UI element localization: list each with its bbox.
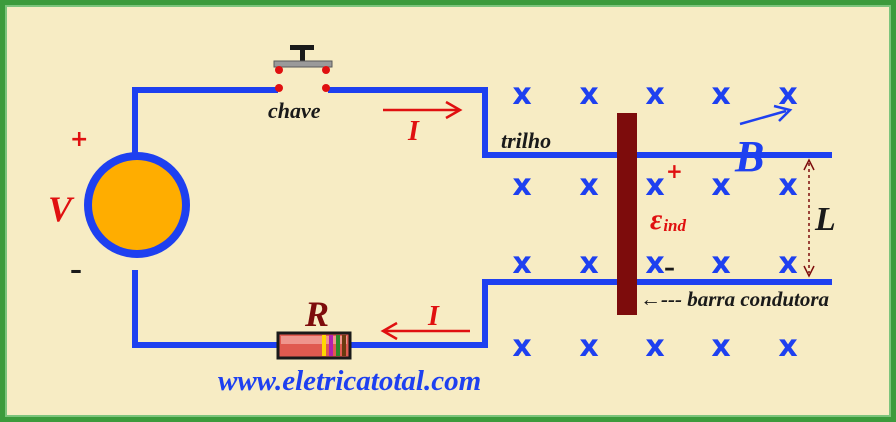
field-mark: x	[645, 246, 664, 281]
website-link[interactable]: www.eletricatotal.com	[218, 365, 481, 397]
current-label-bottom: I	[427, 301, 440, 332]
bar-label: ←--- barra condutora	[640, 287, 829, 311]
wire-bottom-left	[132, 270, 278, 348]
field-mark: x	[645, 168, 664, 203]
field-mark: x	[645, 329, 664, 364]
wire-bottom-rail	[350, 279, 832, 348]
field-mark: x	[645, 77, 664, 112]
field-mark: x	[512, 77, 531, 112]
rail-label: trilho	[501, 128, 551, 153]
field-mark: x	[711, 246, 730, 281]
source-plus-sign: +	[70, 127, 88, 152]
field-mark: x	[512, 168, 531, 203]
field-vector-arrow-icon	[739, 104, 793, 126]
field-mark: x	[579, 77, 598, 112]
bar-plus-sign: +	[666, 159, 683, 183]
field-mark: x	[778, 329, 797, 364]
switch-label: chave	[268, 98, 321, 123]
conducting-bar	[617, 113, 637, 315]
field-mark: x	[778, 168, 797, 203]
field-mark: x	[579, 246, 598, 281]
current-label-top: I	[407, 116, 420, 147]
magnetic-field-marks: x x x x x x x x x x x x x x x x x x x x	[512, 77, 797, 364]
field-mark: x	[711, 168, 730, 203]
emf-symbol: εind	[650, 203, 686, 236]
resistor-icon	[276, 331, 352, 360]
field-mark: x	[512, 246, 531, 281]
field-mark: x	[778, 77, 797, 112]
length-label: L	[814, 201, 836, 238]
resistor-label: R	[304, 294, 329, 334]
voltage-source	[84, 152, 190, 258]
circuit-wires	[132, 87, 832, 348]
field-mark: x	[778, 246, 797, 281]
switch-icon	[273, 45, 333, 92]
length-dimension-arrow-icon	[803, 158, 815, 278]
wire-top-rail	[328, 87, 832, 158]
source-core	[92, 160, 182, 250]
field-mark: x	[711, 329, 730, 364]
current-arrow-top-icon	[383, 100, 463, 120]
field-mark: x	[579, 329, 598, 364]
field-mark: x	[512, 329, 531, 364]
field-mark: x	[579, 168, 598, 203]
bar-minus-sign: –	[664, 256, 675, 281]
field-label: B	[734, 132, 764, 181]
field-mark: x	[711, 77, 730, 112]
current-arrow-bottom-icon	[380, 321, 470, 341]
wire-top-left	[132, 87, 278, 160]
source-minus-sign: –	[70, 256, 82, 284]
voltage-label: V	[48, 189, 75, 229]
